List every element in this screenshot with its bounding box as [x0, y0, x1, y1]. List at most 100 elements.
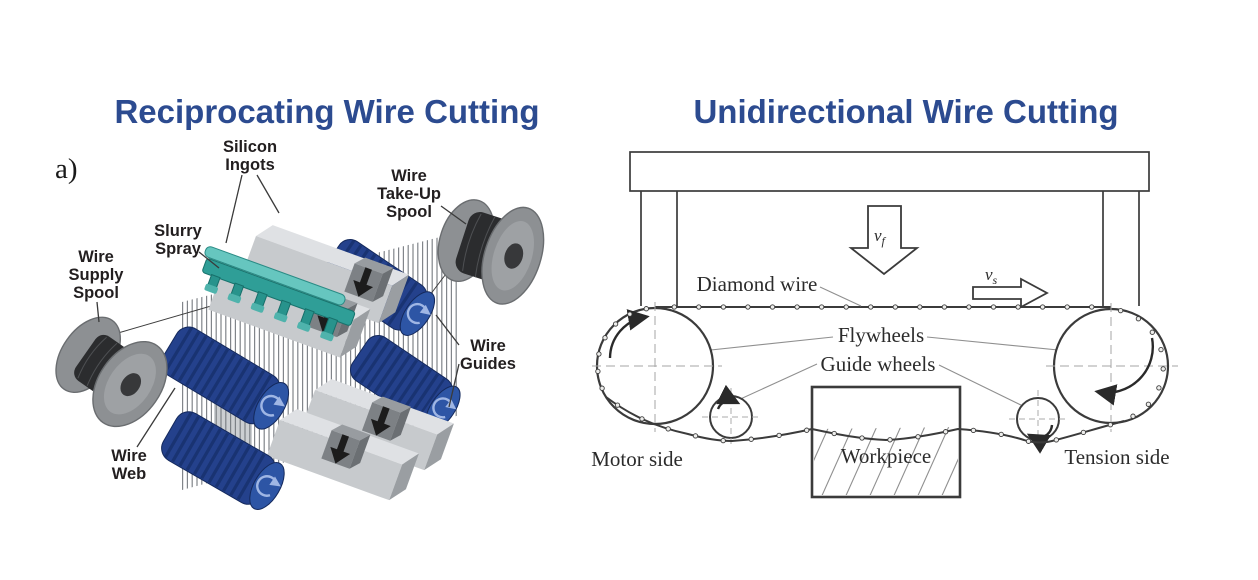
svg-text:Web: Web	[112, 465, 147, 483]
wire-bead	[769, 304, 776, 310]
svg-text:Spool: Spool	[73, 284, 119, 302]
wire-bead	[665, 426, 671, 432]
label-diamond-wire: Diamond wire	[697, 272, 818, 296]
wire-bead	[1158, 346, 1164, 353]
wire-bead	[887, 437, 893, 443]
wire-velocity-arrow-icon: vs	[972, 265, 1049, 309]
wire-bead	[1160, 366, 1166, 372]
label-wire-web: Wire Web	[111, 447, 147, 483]
wire-bead	[696, 304, 702, 310]
wire-bead	[804, 427, 810, 433]
wire-bead	[868, 304, 874, 310]
wire-bead	[1089, 304, 1095, 310]
rotation-arrow-icon	[608, 309, 650, 359]
label-tension-side: Tension side	[1064, 445, 1169, 469]
wire-bead	[1145, 401, 1152, 407]
wire-bead	[794, 304, 800, 310]
label-motor-side: Motor side	[591, 447, 683, 471]
wire-bead	[1107, 422, 1114, 428]
frame-leg-left	[640, 191, 678, 306]
wire-bead	[1025, 438, 1032, 444]
wire-bead	[1064, 304, 1070, 310]
wire-bead	[1039, 304, 1046, 310]
workpiece-box	[810, 385, 962, 499]
svg-text:Slurry: Slurry	[154, 222, 203, 240]
wire-bead	[966, 304, 972, 310]
rotation-arrow-icon	[716, 384, 741, 410]
svg-text:vs: vs	[985, 265, 998, 287]
svg-text:Guides: Guides	[460, 355, 516, 373]
workpiece-hatching	[814, 427, 958, 495]
wire-bead	[1156, 385, 1162, 391]
svg-text:Ingots: Ingots	[225, 156, 275, 174]
label-flywheels: Flywheels	[838, 323, 924, 347]
label-wire-supply-spool: Wire Supply Spool	[68, 248, 124, 302]
wire-bead	[612, 321, 619, 327]
wire-bead	[614, 402, 621, 408]
wire-bead	[720, 437, 726, 444]
wire-bead	[941, 304, 948, 310]
svg-text:Silicon: Silicon	[223, 138, 277, 156]
silicon-ingot-upper-back	[242, 225, 410, 324]
rotation-arrow-icon	[1026, 424, 1054, 454]
flywheel-crosshairs	[592, 302, 1178, 432]
silicon-ingot-lower-front	[267, 409, 419, 501]
wire-bead	[643, 306, 649, 312]
wire-bead	[748, 436, 754, 442]
svg-text:Wire: Wire	[78, 248, 114, 266]
rotation-arrow-icon	[1094, 337, 1154, 406]
spray-nozzles	[204, 273, 339, 342]
wire-bead	[596, 351, 602, 357]
wire-bead	[970, 427, 977, 434]
wire-bead	[917, 304, 923, 310]
wire-path-lower	[605, 396, 1125, 444]
wire-bead	[998, 431, 1004, 438]
wire-bead	[692, 433, 699, 439]
frame-leg-right	[1102, 191, 1140, 306]
wire-bead	[1117, 307, 1124, 314]
wire-bead	[1130, 413, 1136, 419]
wire-bead	[1053, 437, 1059, 443]
wire-supply-spool	[55, 316, 168, 428]
wire-bead	[595, 368, 601, 375]
svg-text:vf: vf	[874, 226, 887, 248]
wire-bead	[818, 304, 825, 310]
wire-bead	[1135, 316, 1142, 322]
svg-text:Wire: Wire	[391, 167, 427, 185]
label-workpiece: Workpiece	[841, 444, 931, 468]
wire-bead	[627, 311, 633, 317]
wire-bead	[892, 304, 898, 310]
wire-bead	[720, 304, 727, 310]
svg-text:Spray: Spray	[155, 240, 202, 258]
wire-guide-roller-upper-left	[160, 326, 290, 430]
wire-bead	[1080, 429, 1087, 436]
wire-bead	[990, 304, 997, 310]
figure-marker: a)	[55, 153, 78, 185]
wire-bead	[639, 416, 645, 422]
svg-text:Wire: Wire	[470, 337, 506, 355]
wire-bead	[942, 429, 949, 435]
svg-text:Supply: Supply	[68, 266, 124, 284]
machine-frame-bar	[629, 151, 1150, 192]
wire-bead	[599, 385, 605, 391]
wire-bead	[1149, 329, 1155, 335]
unidirectional-diagram: Unidirectional Wire Cutting vf	[591, 93, 1178, 499]
label-wire-take-up-spool: Wire Take-Up Spool	[377, 167, 441, 221]
label-wire-guides: Wire Guides	[460, 337, 516, 373]
reciprocating-diagram: Reciprocating Wire Cutting a)	[55, 93, 545, 510]
wire-bead	[843, 304, 849, 310]
svg-text:Spool: Spool	[386, 203, 432, 221]
left-leader-lines	[96, 174, 467, 448]
wire-bead	[1015, 304, 1021, 310]
wire-bead	[776, 432, 782, 439]
wire-bead	[831, 430, 837, 437]
label-slurry-spray: Slurry Spray	[154, 222, 203, 258]
label-guide-wheels: Guide wheels	[821, 352, 936, 376]
wire-bead	[859, 435, 865, 441]
slurry-spray-manifold	[202, 246, 356, 342]
right-title: Unidirectional Wire Cutting	[693, 93, 1118, 130]
left-title: Reciprocating Wire Cutting	[114, 93, 539, 130]
wire-bead	[745, 304, 751, 310]
label-silicon-ingots: Silicon Ingots	[223, 138, 277, 174]
